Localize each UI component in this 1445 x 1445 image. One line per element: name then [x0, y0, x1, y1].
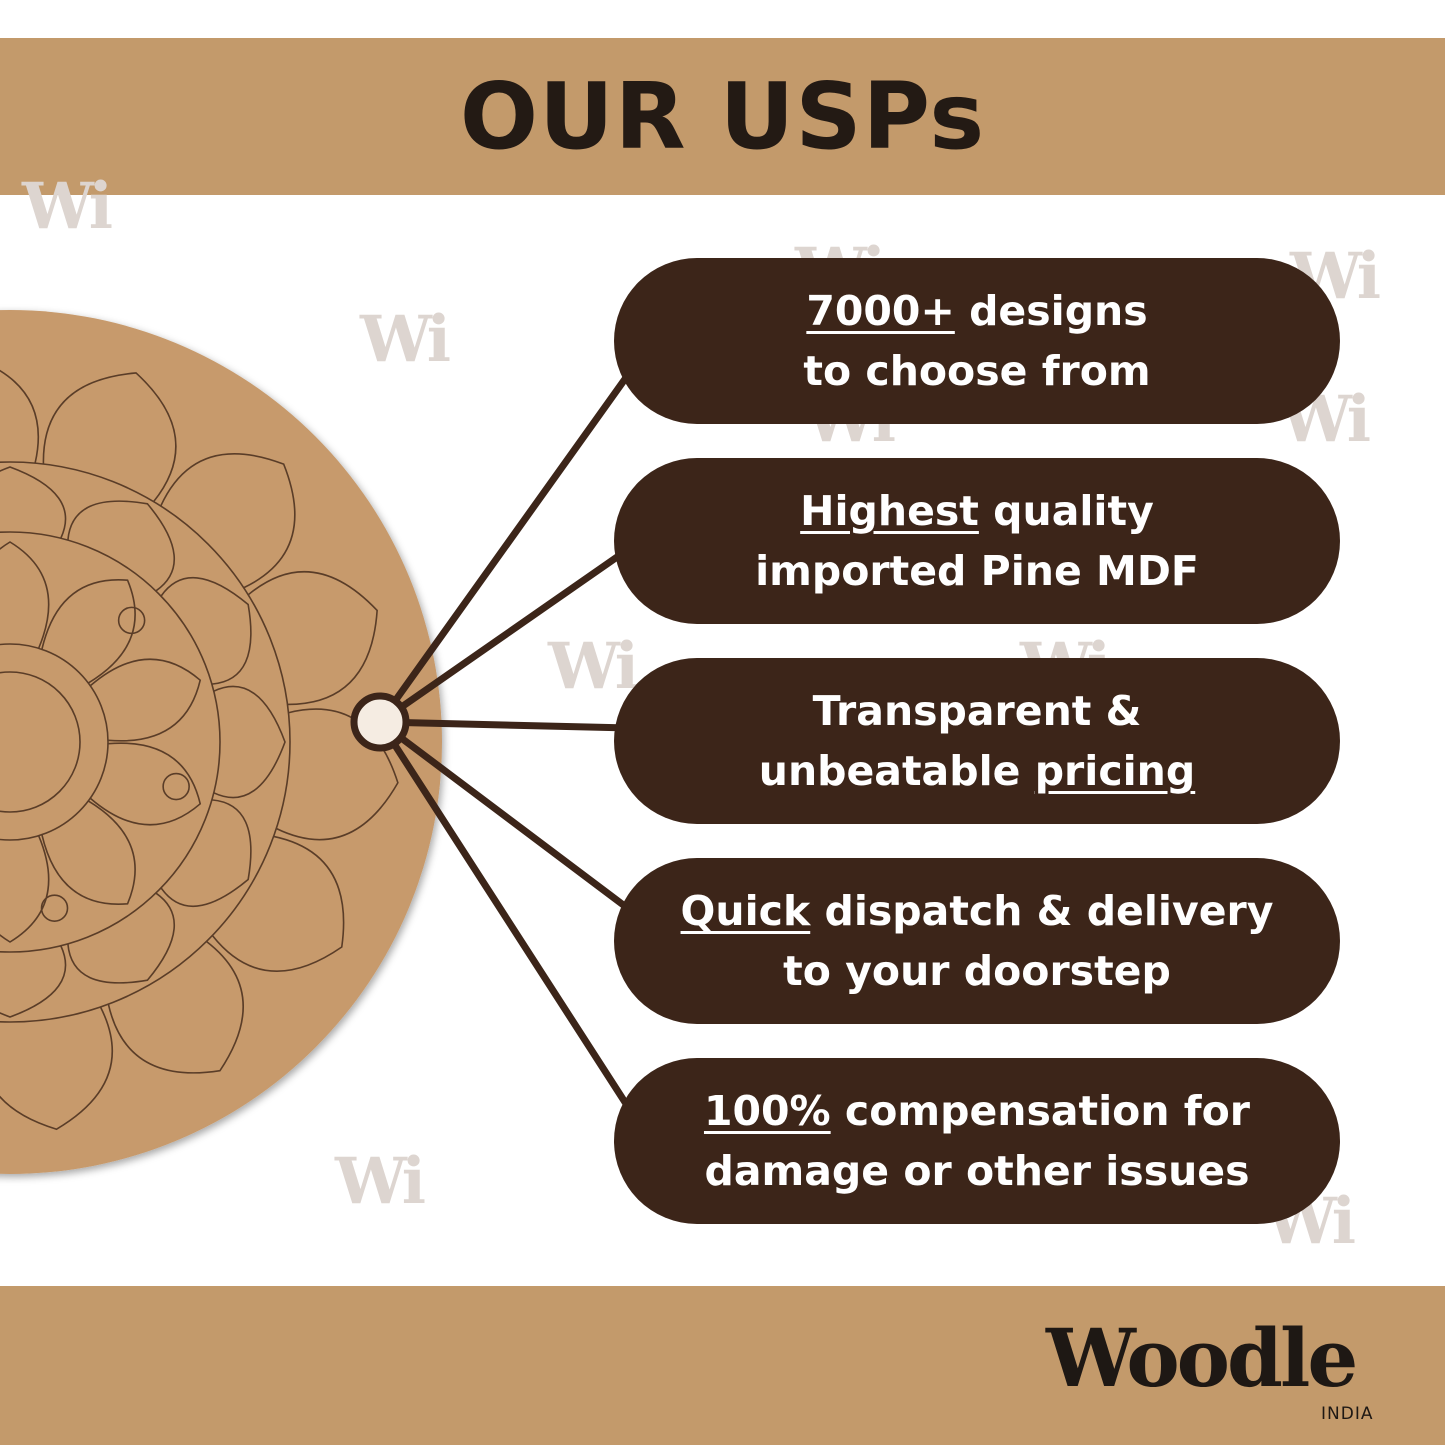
usp-pricing: Transparent & unbeatable pricing [614, 658, 1340, 824]
mandala-petal [0, 1006, 114, 1131]
usp-designs: 7000+ designs to choose from [614, 258, 1340, 424]
usp-compensation: 100% compensation for damage or other is… [614, 1058, 1340, 1224]
mandala-dot [162, 772, 190, 801]
mandala-petal [160, 799, 252, 908]
mandala-petal [247, 571, 378, 706]
mandala-petal [275, 708, 399, 841]
connector-hub [350, 692, 410, 752]
mandala-dot [117, 606, 146, 635]
mandala-petal [41, 579, 136, 684]
mandala-petal [42, 372, 177, 503]
mandala-petal [41, 800, 136, 905]
mandala-petal [67, 892, 176, 984]
watermark: Wi [548, 629, 639, 704]
mandala-petal [0, 541, 50, 649]
mandala-petal [160, 576, 252, 685]
watermark: Wi [335, 1144, 426, 1219]
mandala-petal [160, 453, 296, 589]
mandala-petal [0, 835, 50, 943]
mandala-petal [213, 685, 286, 799]
usp-quality: Highest quality imported Pine MDF [614, 458, 1340, 624]
brand-logo: Woodle [1046, 1311, 1358, 1405]
footer-band [0, 1286, 1445, 1445]
mandala-petal [0, 369, 40, 464]
mdf-board [0, 310, 442, 1174]
mandala-dot [40, 894, 69, 922]
mandala-petal [211, 835, 345, 973]
header-band [0, 38, 1445, 195]
mandala-petal [89, 658, 202, 742]
brand-sub: INDIA [1321, 1404, 1374, 1424]
mandala-petal [0, 466, 67, 539]
watermark: Wi [360, 302, 451, 377]
page-title: OUR USPs [459, 63, 986, 170]
mandala-pattern [0, 369, 399, 1131]
usp-dispatch: Quick dispatch & delivery to your doorst… [614, 858, 1340, 1024]
watermark: Wi [22, 169, 113, 244]
mandala-petal [107, 940, 244, 1074]
mandala-petal [0, 945, 67, 1018]
connector-lines [376, 368, 634, 1114]
mandala-petal [67, 500, 176, 592]
mandala-petal [89, 742, 202, 826]
